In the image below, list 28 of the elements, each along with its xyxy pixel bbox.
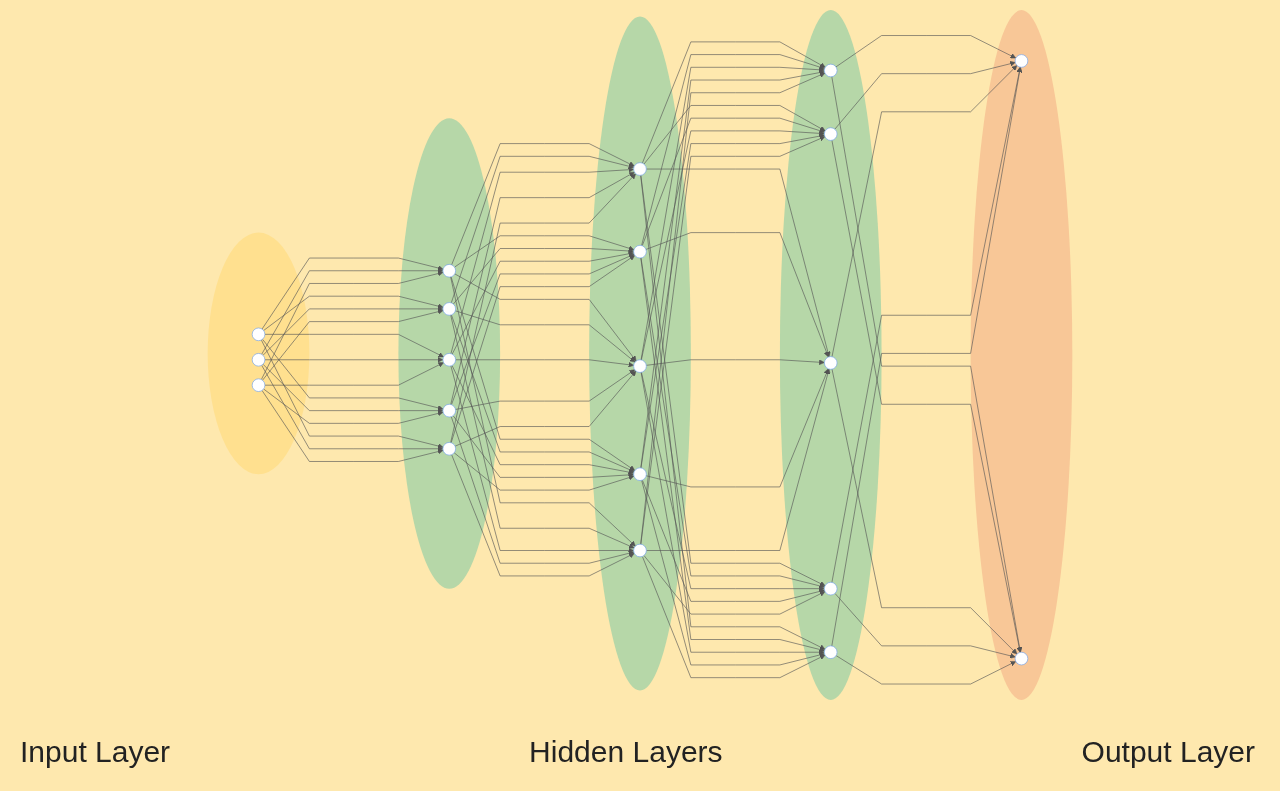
node-circle [824,356,838,370]
node-circle [251,327,266,341]
node-circle [251,353,266,367]
node-circle [633,245,647,259]
layer-label: Output Layer [1081,735,1255,769]
node-circle [824,581,838,596]
node-circle [824,63,838,78]
node-circle [633,467,647,481]
node-circle [824,127,838,141]
node-circle [442,353,456,367]
cluster [398,118,501,589]
node-circle [442,403,456,418]
node-circle [633,359,647,373]
node-circle [251,378,266,392]
cluster [970,10,1073,700]
cluster [207,232,310,475]
cluster [589,16,691,691]
node-circle [442,264,456,278]
cluster [779,10,882,700]
node-circle [633,162,647,176]
node-circle [1014,651,1029,666]
node-circle [442,442,456,456]
node-circle [633,543,647,558]
node-circle [442,302,456,316]
node-circle [1014,54,1029,68]
layer-label: Input Layer [20,735,171,769]
node-circle [824,645,838,659]
layer-label: Hidden Layers [529,735,723,769]
